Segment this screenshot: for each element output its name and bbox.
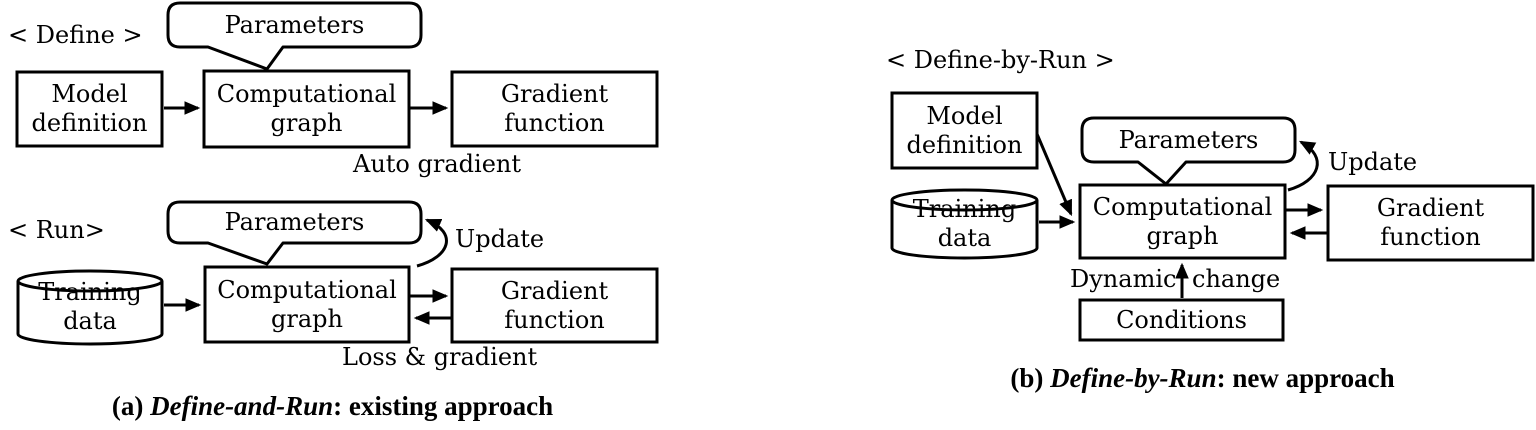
model-definition-label-a-line2: definition <box>31 109 148 137</box>
caption-b-italic: Define-by-Run <box>1050 363 1217 393</box>
computational-graph-label-define: Computational graph <box>204 71 409 147</box>
training-data-label-a-line2: data <box>63 307 117 335</box>
auto-gradient-label: Auto gradient <box>353 150 521 178</box>
model-definition-label-b-line2: definition <box>906 130 1023 159</box>
parameters-callout-run-label: Parameters <box>224 208 365 236</box>
change-label: change <box>1192 265 1281 293</box>
loss-gradient-label: Loss & gradient <box>342 343 538 371</box>
update-label-b: Update <box>1328 148 1418 176</box>
run-phase-label: < Run> <box>8 216 105 244</box>
update-label-a: Update <box>455 225 545 253</box>
computational-graph-box-define <box>202 69 411 149</box>
update-arrow-a <box>416 218 448 268</box>
computational-graph-label-run-line2: graph <box>271 304 343 333</box>
computational-graph-label-run-line1: Computational <box>217 275 397 304</box>
computational-graph-label-b-line2: graph <box>1146 221 1219 250</box>
computational-graph-label-run: Computational graph <box>205 267 409 342</box>
model-definition-label-a-line1: Model <box>51 80 128 108</box>
parameters-callout-b-label: Parameters <box>1118 125 1259 154</box>
conditions-label: Conditions <box>1116 305 1247 334</box>
arrow-model-to-graph-b <box>1035 133 1073 217</box>
model-definition-label-b-line1: Model <box>926 101 1003 130</box>
parameters-callout-define <box>166 1 423 71</box>
gradient-function-box-define <box>450 70 659 148</box>
model-definition-box-a <box>15 70 164 148</box>
training-data-cylinder-a-top <box>16 269 164 293</box>
computational-graph-label-define-line1: Computational <box>216 80 397 108</box>
computational-graph-box-b <box>1078 183 1287 260</box>
model-definition-box-b <box>890 91 1039 170</box>
computational-graph-label-b: Computational graph <box>1080 185 1285 258</box>
parameters-callout-define-label: Parameters <box>224 10 365 39</box>
define-by-run-phase-label: < Define-by-Run > <box>886 46 1115 74</box>
training-data-label-b-line2: data <box>937 224 992 252</box>
gradient-function-label-b-line2: function <box>1380 223 1481 251</box>
caption-a-suffix: : existing approach <box>333 391 554 421</box>
parameters-callout-b <box>1080 116 1297 186</box>
define-phase-label: < Define > <box>8 21 143 49</box>
gradient-function-label-define: Gradient function <box>452 72 657 146</box>
update-arrow-b <box>1287 140 1319 192</box>
caption-a: (a) Define-and-Run: existing approach <box>60 391 605 422</box>
training-data-cylinder-a <box>16 281 164 346</box>
caption-a-italic: Define-and-Run <box>150 391 334 421</box>
gradient-function-label-define-line1: Gradient <box>500 80 609 108</box>
training-data-label-a: Training data <box>18 271 162 343</box>
parameters-callout-run <box>166 200 423 266</box>
gradient-function-label-run: Gradient function <box>452 269 657 342</box>
training-data-cylinder-b <box>890 200 1039 260</box>
gradient-function-label-define-line2: function <box>504 109 605 137</box>
gradient-function-label-b: Gradient function <box>1328 186 1533 260</box>
training-data-label-b-line1: Training <box>912 195 1017 223</box>
conditions-box <box>1078 298 1285 342</box>
model-definition-label-b: Model definition <box>892 93 1037 168</box>
gradient-function-box-b <box>1326 184 1535 262</box>
caption-a-prefix: (a) <box>111 391 151 421</box>
model-definition-label-a: Model definition <box>17 72 162 146</box>
computational-graph-label-b-line1: Computational <box>1092 192 1273 221</box>
training-data-cylinder-b-top <box>890 188 1039 212</box>
gradient-function-label-b-line1: Gradient <box>1376 194 1485 222</box>
dynamic-label: Dynamic <box>1070 265 1177 293</box>
gradient-function-box-run <box>450 267 659 344</box>
computational-graph-label-define-line2: graph <box>270 109 343 137</box>
caption-b: (b) Define-by-Run: new approach <box>930 363 1475 394</box>
computational-graph-box-run <box>203 265 411 344</box>
training-data-label-b: Training data <box>892 190 1037 258</box>
gradient-function-label-run-line2: function <box>504 305 605 334</box>
caption-b-suffix: : new approach <box>1216 363 1395 393</box>
training-data-label-a-line1: Training <box>38 278 142 306</box>
gradient-function-label-run-line1: Gradient <box>500 276 609 305</box>
caption-b-prefix: (b) <box>1010 363 1051 393</box>
